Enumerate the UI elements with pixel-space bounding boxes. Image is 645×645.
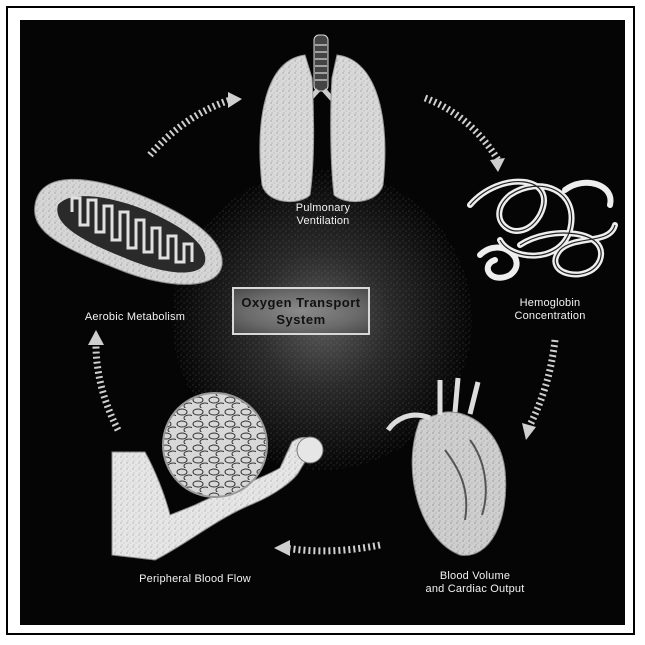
arrow-pulmonary-to-hemoglobin [425, 98, 498, 160]
arrow-aerobic-to-pulmonary [150, 100, 230, 155]
center-title-box: Oxygen Transport System [232, 287, 370, 335]
pulmonary-line1: Pulmonary [268, 202, 378, 215]
stage-label-blood-volume: Blood Volume and Cardiac Output [400, 570, 550, 596]
blood-volume-line1: Blood Volume [400, 570, 550, 583]
stage-label-aerobic: Aerobic Metabolism [60, 311, 210, 324]
arrowhead-4 [274, 540, 290, 556]
arrowhead-2 [490, 158, 505, 172]
arrow-peripheral-to-aerobic [96, 340, 118, 430]
stage-label-pulmonary: Pulmonary Ventilation [268, 202, 378, 228]
capillary-magnifier-icon [163, 393, 267, 497]
center-title-line2: System [234, 311, 368, 328]
center-title-line1: Oxygen Transport [234, 294, 368, 311]
hemoglobin-line1: Hemoglobin [490, 297, 610, 310]
hemoglobin-icon [470, 182, 615, 278]
hemoglobin-line2: Concentration [490, 310, 610, 323]
arrowhead-3 [522, 423, 536, 440]
arrowhead-1 [228, 92, 242, 108]
arrow-blood-to-peripheral [285, 545, 380, 551]
stage-label-hemoglobin: Hemoglobin Concentration [490, 297, 610, 323]
peripheral-line1: Peripheral Blood Flow [120, 573, 270, 586]
stage-label-peripheral: Peripheral Blood Flow [120, 573, 270, 586]
blood-volume-line2: and Cardiac Output [400, 583, 550, 596]
pulmonary-line2: Ventilation [268, 215, 378, 228]
aerobic-line1: Aerobic Metabolism [60, 311, 210, 324]
arrow-hemoglobin-to-blood [530, 340, 555, 425]
arrowhead-5 [88, 330, 104, 345]
mitochondrion-icon [35, 179, 223, 284]
fist-icon [297, 437, 323, 463]
